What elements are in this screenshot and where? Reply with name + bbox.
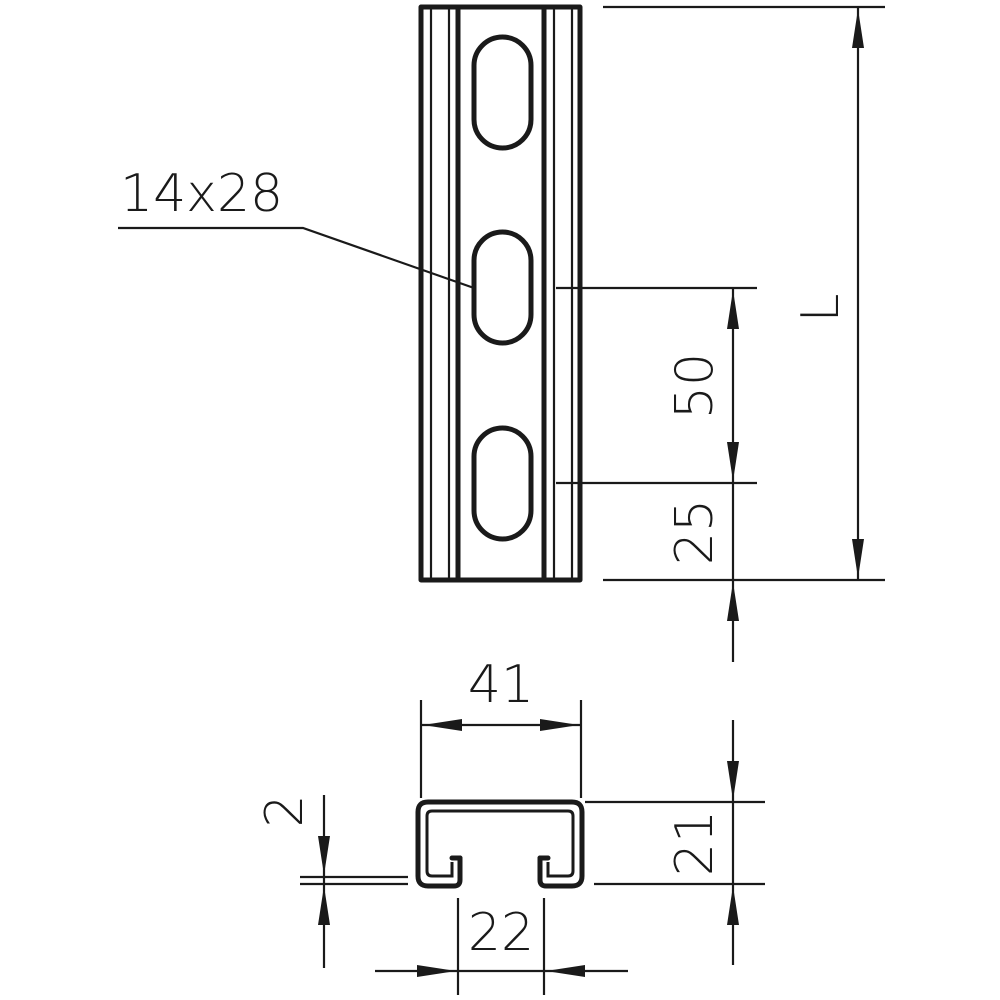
- height-dimension: 21: [585, 720, 765, 965]
- slot-2: [471, 229, 534, 346]
- slot-pitch-dimension: 50 25: [556, 286, 757, 662]
- slot-pitch-label: 50: [665, 353, 725, 419]
- slot-offset-label: 25: [665, 499, 725, 565]
- length-dimension: L: [603, 5, 885, 582]
- rail-cross-section: [415, 799, 585, 889]
- thickness-dimension: 2: [255, 794, 408, 968]
- rail-front-view: [418, 4, 583, 583]
- slot-size-annotation: 14x28: [118, 164, 475, 290]
- slot-size-label: 14x28: [120, 164, 283, 224]
- width-label: 41: [468, 655, 534, 715]
- slot-1: [471, 34, 534, 151]
- opening-label: 22: [468, 903, 534, 963]
- length-label: L: [791, 294, 851, 323]
- width-dimension: 41: [419, 655, 583, 798]
- slot-3: [471, 425, 534, 542]
- rail-outline: [418, 4, 583, 583]
- thickness-label: 2: [255, 794, 315, 827]
- opening-dimension: 22: [375, 898, 628, 995]
- height-label: 21: [665, 810, 725, 876]
